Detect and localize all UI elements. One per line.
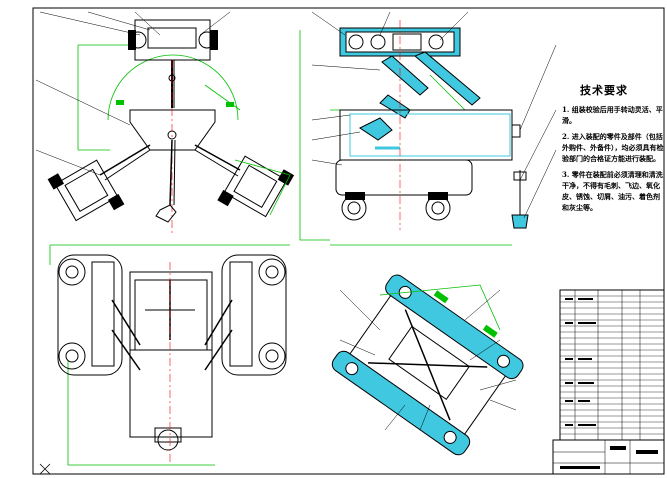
oblique-leaders [339,284,517,431]
top-view [35,11,295,235]
note-item-3: 3. 零件在装配前必须清理和清洗干净，不得有毛刺、飞边、氧化皮、锈蚀、切屑、油污… [562,170,663,212]
oblique-view [331,274,524,456]
plan-view [39,244,290,475]
note-item-2: 2. 进入装配的零件及部件（包括外购件、外备件），均必须具有检验部门的合格证方能… [562,132,664,163]
sheet-border [32,7,665,475]
front-view [299,11,557,246]
technical-requirements: 技术要求 1. 组装校验后用手转动灵活、平滑。 2. 进入装配的零件及部件（包括… [562,82,664,218]
bom-table [559,289,665,441]
title-block [552,439,665,475]
notes-title: 技术要求 [580,84,628,97]
note-item-1: 1. 组装校验后用手转动灵活、平滑。 [562,105,663,125]
